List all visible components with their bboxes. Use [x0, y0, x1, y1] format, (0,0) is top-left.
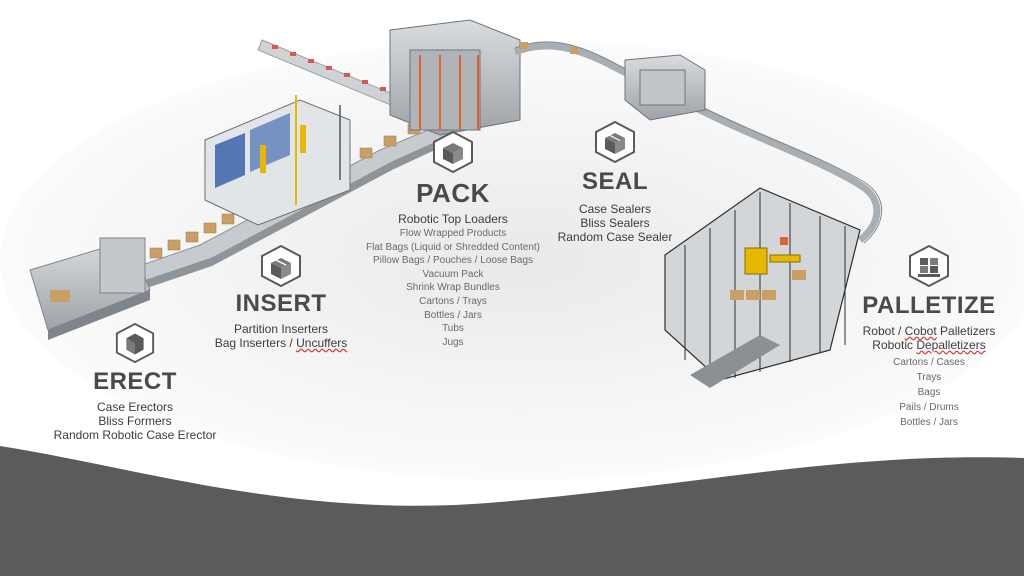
stage-erect: ERECT Case Erectors Bliss Formers Random…	[40, 322, 230, 442]
stage-title-erect: ERECT	[93, 368, 177, 395]
insert-bag-line: Bag Inserters / Uncuffers	[196, 336, 366, 350]
pack-item: Jugs	[442, 336, 464, 348]
pack-top-loader-machine	[389, 19, 521, 136]
palletize-line-2-underlined: Depalletizers	[916, 338, 986, 352]
pack-item: Flat Bags (Liquid or Shredded Content)	[366, 241, 540, 253]
palletize-line-1-underlined: Cobot	[904, 324, 937, 338]
palletizer-cell	[664, 187, 861, 388]
case-erector-machine	[29, 237, 151, 340]
palletize-item: Trays	[916, 372, 942, 383]
palletize-item: Pails / Drums	[899, 402, 959, 413]
pack-item: Tubs	[442, 323, 464, 335]
stage-pack: PACK Robotic Top Loaders Flow Wrapped Pr…	[358, 130, 548, 349]
seal-item: Case Sealers	[578, 202, 652, 216]
pallet-stack-icon	[909, 244, 949, 288]
seal-item: Random Case Sealer	[557, 230, 673, 244]
footer-wave-band	[0, 446, 1024, 576]
pack-item: Cartons / Trays	[419, 295, 487, 307]
pack-item: Shrink Wrap Bundles	[406, 282, 500, 294]
insert-box-icon	[261, 244, 301, 288]
case-sealer-machine	[624, 54, 706, 121]
palletize-line-1-prefix: Robot /	[862, 324, 905, 338]
insert-bag-underlined: Uncuffers	[296, 336, 348, 350]
palletize-line-2: Robotic Depalletizers	[852, 338, 1006, 352]
erect-item: Bliss Formers	[98, 414, 172, 428]
pack-lead: Robotic Top Loaders	[398, 212, 508, 226]
transfer-conveyor-edge	[514, 41, 883, 244]
insert-item: Partition Inserters	[233, 322, 329, 336]
stage-title-seal: SEAL	[581, 168, 648, 195]
stage-title-pack: PACK	[416, 178, 490, 208]
insert-bag-prefix: Bag Inserters /	[214, 336, 297, 350]
insert-robot-cell	[204, 95, 351, 226]
stage-insert: INSERT Partition Inserters Bag Inserters…	[196, 244, 366, 350]
sealed-box-icon	[595, 120, 635, 164]
transfer-conveyor	[513, 42, 881, 243]
case-erect-icon	[115, 322, 155, 364]
seal-item: Bliss Sealers	[580, 216, 650, 230]
stage-palletize: PALLETIZE Robot / Cobot Palletizers Robo…	[852, 244, 1006, 430]
stage-seal: SEAL Case Sealers Bliss Sealers Random C…	[545, 120, 685, 244]
transit-boxes	[520, 42, 578, 54]
stage-title-palletize: PALLETIZE	[862, 292, 996, 319]
erect-item: Random Robotic Case Erector	[53, 428, 217, 442]
pack-item: Vacuum Pack	[422, 268, 484, 280]
stage-title-insert: INSERT	[235, 290, 327, 317]
palletize-line-1-suffix: Palletizers	[936, 324, 996, 338]
pack-item: Flow Wrapped Products	[399, 228, 507, 239]
palletize-line-1: Robot / Cobot Palletizers	[852, 324, 1006, 338]
palletize-line-2-prefix: Robotic	[872, 338, 917, 352]
palletize-item: Bottles / Jars	[900, 417, 958, 428]
pack-box-icon	[433, 130, 473, 174]
pack-item: Bottles / Jars	[424, 309, 482, 321]
palletize-item: Cartons / Cases	[893, 357, 965, 368]
palletize-item: Bags	[917, 387, 941, 398]
pack-item: Pillow Bags / Pouches / Loose Bags	[372, 255, 534, 267]
erect-item: Case Erectors	[96, 400, 174, 414]
